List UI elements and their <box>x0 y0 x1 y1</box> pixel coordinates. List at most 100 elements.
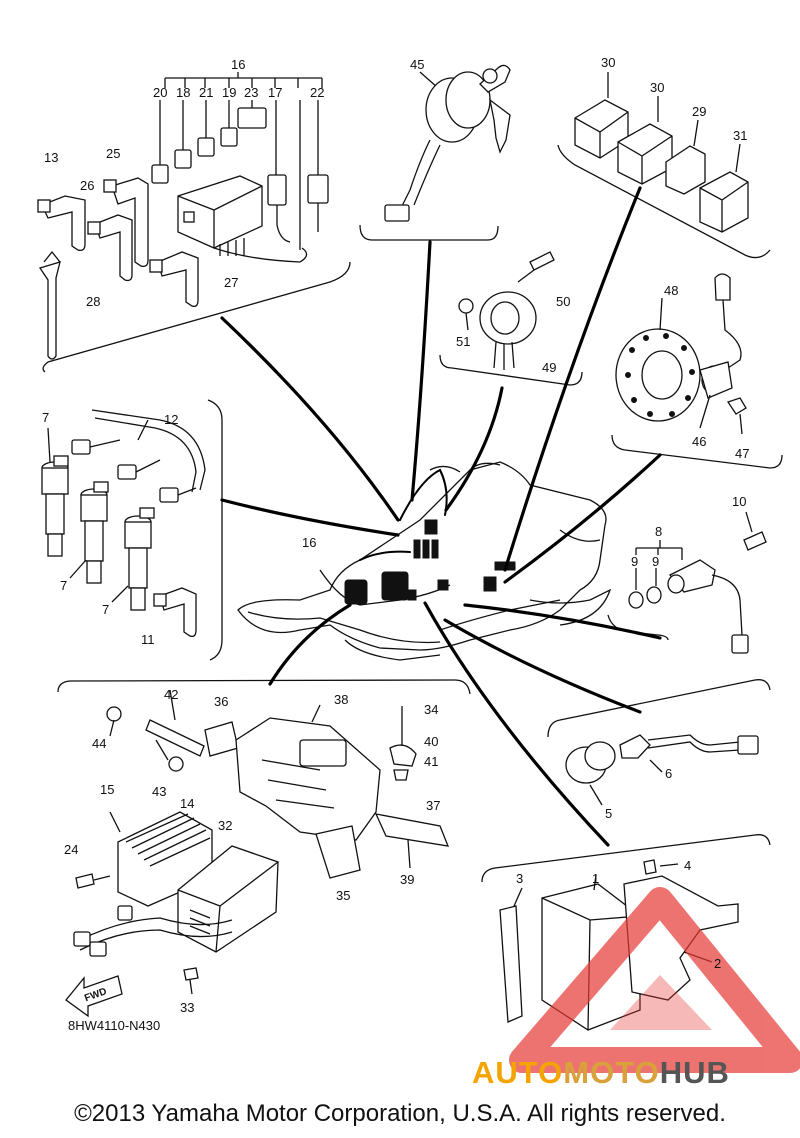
clamp-13 <box>41 195 86 252</box>
callout-leaders <box>220 186 662 847</box>
rotor-group <box>615 273 747 435</box>
ignition-coils <box>41 409 206 638</box>
label-40: 40 <box>424 734 438 749</box>
fuse-20 <box>151 164 169 184</box>
ignition-switch <box>384 64 511 222</box>
fuse-23 <box>237 107 267 129</box>
label-18: 18 <box>176 85 190 100</box>
label-17: 17 <box>268 85 282 100</box>
watermark-text: AUTOMOTOHUB <box>472 1055 730 1091</box>
band-3 <box>499 905 523 1023</box>
label-33: 33 <box>180 1000 194 1015</box>
label-37: 37 <box>426 798 440 813</box>
clamp-25 <box>111 177 149 268</box>
sensor-49 <box>458 251 555 370</box>
relay-29 <box>665 145 706 195</box>
label-10: 10 <box>732 494 746 509</box>
watermark-moto: MOTO <box>563 1055 660 1090</box>
panel-bracket-top-left <box>42 261 351 373</box>
label-4: 4 <box>684 858 691 873</box>
label-15: 15 <box>100 782 114 797</box>
label-14: 14 <box>180 796 194 811</box>
panel-bracket-lower-left <box>57 679 471 695</box>
label-50: 50 <box>556 294 570 309</box>
relay-31 <box>699 171 749 233</box>
fwd-arrow <box>65 975 123 1018</box>
label-29: 29 <box>692 104 706 119</box>
label-6: 6 <box>665 766 672 781</box>
label-1: 1 <box>592 871 599 886</box>
label-43: 43 <box>152 784 166 799</box>
panel-bracket-sensor <box>439 354 583 386</box>
vehicle-chassis <box>237 461 612 661</box>
label-51: 51 <box>456 334 470 349</box>
label-30a: 30 <box>601 55 615 70</box>
label-46: 46 <box>692 434 706 449</box>
label-26: 26 <box>80 178 94 193</box>
clamp-26 <box>94 214 133 282</box>
part-labels: 16 20 18 21 19 23 17 22 13 25 26 27 28 4… <box>42 55 749 1033</box>
label-44: 44 <box>92 736 106 751</box>
label-31: 31 <box>733 128 747 143</box>
label-16b: 16 <box>302 535 316 550</box>
watermark-triangle <box>509 887 800 1073</box>
label-38: 38 <box>334 692 348 707</box>
speed-sensor <box>628 511 767 654</box>
panel-bracket-switch <box>547 679 771 738</box>
panel-bracket-ignition <box>359 224 499 241</box>
label-19: 19 <box>222 85 236 100</box>
label-11: 11 <box>141 632 155 647</box>
label-5: 5 <box>605 806 612 821</box>
label-48: 48 <box>664 283 678 298</box>
label-39: 39 <box>400 872 414 887</box>
fuse-18 <box>174 149 192 169</box>
lower-left-group <box>73 689 450 995</box>
label-32: 32 <box>218 818 232 833</box>
drawing-code: 8HW4110-N430 <box>68 1018 160 1033</box>
label-22: 22 <box>310 85 324 100</box>
label-49: 49 <box>542 360 556 375</box>
label-25: 25 <box>106 146 120 161</box>
panel-bracket-ecu <box>481 834 771 883</box>
label-42: 42 <box>164 687 178 702</box>
connector-17 <box>267 174 287 206</box>
fuse-19 <box>220 127 238 147</box>
watermark-auto: AUTO <box>472 1055 564 1090</box>
panel-bracket-coils <box>207 399 223 661</box>
label-34: 34 <box>424 702 438 717</box>
label-47: 47 <box>735 446 749 461</box>
label-35: 35 <box>336 888 350 903</box>
copyright-notice: ©2013 Yamaha Motor Corporation, U.S.A. A… <box>74 1100 726 1127</box>
label-9a: 9 <box>631 554 638 569</box>
label-27: 27 <box>224 275 238 290</box>
label-3: 3 <box>516 871 523 886</box>
label-36: 36 <box>214 694 228 709</box>
label-16: 16 <box>231 57 245 72</box>
label-7b: 7 <box>60 578 67 593</box>
label-20: 20 <box>153 85 167 100</box>
label-30b: 30 <box>650 80 664 95</box>
tie-28 <box>38 261 61 360</box>
label-45: 45 <box>410 57 424 72</box>
label-13: 13 <box>44 150 58 165</box>
label-7c: 7 <box>102 602 109 617</box>
label-23: 23 <box>244 85 258 100</box>
panel-bracket-relays <box>557 144 771 259</box>
fuse-box <box>177 175 263 249</box>
label-21: 21 <box>199 85 213 100</box>
pressure-switch <box>565 734 759 806</box>
panel-bracket-rotor <box>611 434 783 469</box>
relay-group <box>574 72 749 233</box>
fuse-21 <box>197 137 215 157</box>
label-24: 24 <box>64 842 78 857</box>
watermark-hub: HUB <box>659 1055 730 1090</box>
connector-22 <box>307 174 329 204</box>
label-8: 8 <box>655 524 662 539</box>
label-28: 28 <box>86 294 100 309</box>
label-2: 2 <box>714 956 721 971</box>
label-9b: 9 <box>652 554 659 569</box>
label-7a: 7 <box>42 410 49 425</box>
label-12: 12 <box>164 412 178 427</box>
fuse-group <box>37 72 329 360</box>
